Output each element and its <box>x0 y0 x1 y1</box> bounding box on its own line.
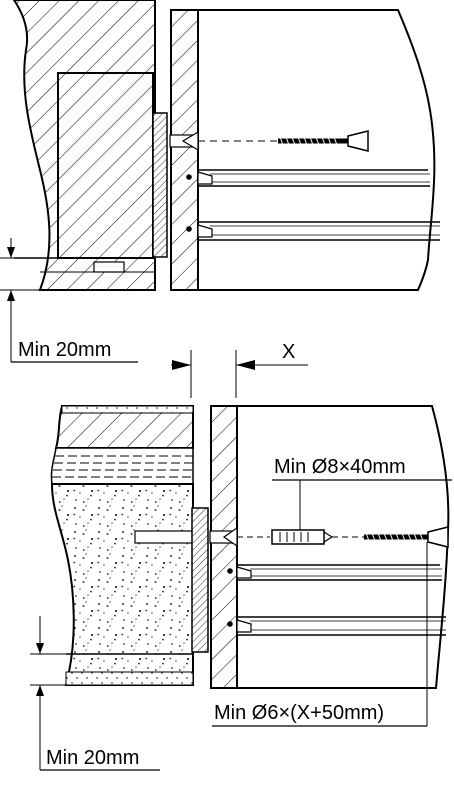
gap-x-dimension: X <box>171 341 308 398</box>
bottom-min-gap-label: Min 20mm <box>46 747 139 769</box>
bottom-view: Min Ø8×40mm Min Ø6×(X+50mm) <box>30 405 452 771</box>
bottom-rail-lower <box>227 616 446 636</box>
top-mount-bracket <box>152 112 168 258</box>
bottom-min-gap-dimension: Min 20mm <box>30 616 160 771</box>
screw-size-label: Min Ø6×(X+50mm) <box>214 702 384 724</box>
top-rail-upper <box>186 169 430 187</box>
top-rail-lower <box>186 221 440 241</box>
gap-x-label: X <box>282 341 295 363</box>
top-view: Min 20mm <box>0 0 440 363</box>
bottom-screw <box>364 526 449 548</box>
plug-size-label: Min Ø8×40mm <box>274 456 406 478</box>
top-cabinet-body <box>197 9 436 291</box>
bottom-cabinet-panel <box>210 405 238 689</box>
top-batten <box>57 72 154 259</box>
top-min-gap-label: Min 20mm <box>18 339 111 361</box>
bottom-mount-bracket <box>191 507 209 653</box>
top-min-gap-dimension: Min 20mm <box>0 238 138 363</box>
top-cabinet-panel <box>170 9 199 291</box>
bottom-wall-concrete <box>50 483 194 686</box>
top-screw <box>278 130 369 152</box>
bottom-wall-plug <box>271 529 334 545</box>
bottom-cabinet-body <box>236 405 450 689</box>
bottom-wall-insulation <box>50 447 194 485</box>
bottom-rail-upper <box>227 564 442 581</box>
